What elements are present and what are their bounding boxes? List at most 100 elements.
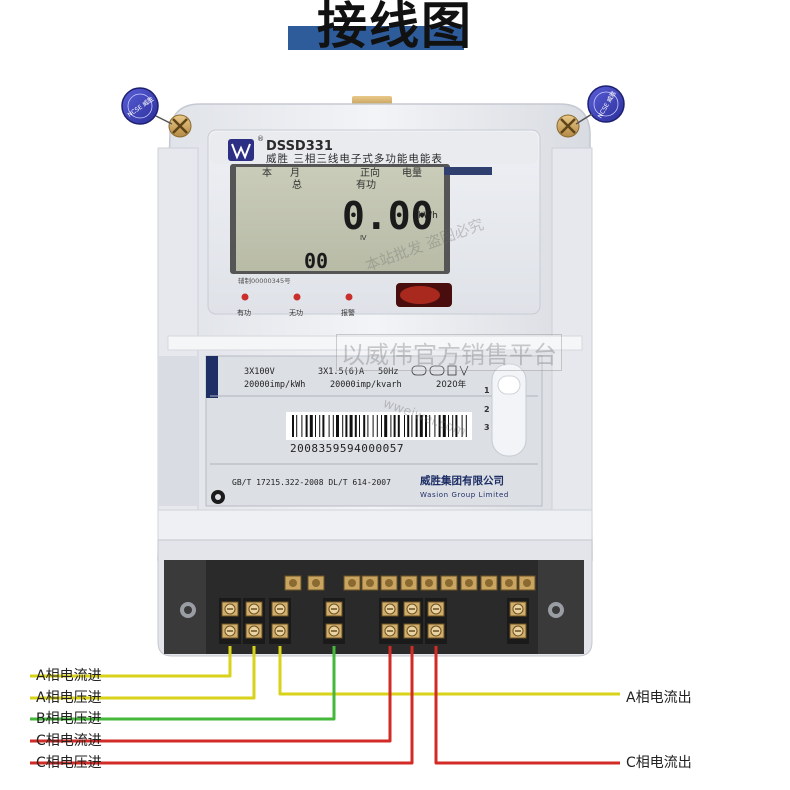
barcode-bar [448, 415, 449, 437]
barcode-bars [292, 415, 467, 437]
side-number-3: 3 [484, 423, 490, 432]
side-number-1: 1 [484, 386, 490, 395]
meter-left-rail-lower [158, 356, 198, 506]
terminal-grid [219, 575, 536, 644]
barcode-bar [465, 415, 467, 437]
terminal-top-screw-icon [289, 579, 297, 587]
brand-strip [210, 132, 538, 164]
barcode-bar [305, 415, 308, 437]
title-underline [288, 26, 464, 50]
panel-divider [167, 335, 583, 351]
meter-right-rail [551, 147, 593, 561]
page-title: 接线图 [0, 0, 790, 56]
label-c-voltage-in: C相电压进 [36, 755, 102, 771]
spec-current: 3X1.5(6)A [318, 367, 364, 377]
led-active [241, 293, 249, 301]
program-button [497, 375, 521, 395]
terminal-top-screw-icon [465, 579, 473, 587]
barcode [286, 412, 472, 440]
left-seal-icon: NCSE 威胜 [121, 87, 173, 125]
barcode-bar [309, 415, 313, 437]
label-a-voltage-in: A相电压进 [36, 690, 102, 706]
lcd-word-1: 本 [262, 166, 272, 179]
brand-logo-icon [228, 139, 254, 161]
barcode-bar [372, 415, 374, 437]
label-a-current-in: A相电流进 [36, 668, 102, 684]
barcode-bar [429, 415, 431, 437]
wire-a-voltage-in [30, 646, 256, 700]
barcode-bar [404, 415, 405, 437]
barcode-bar [393, 415, 396, 437]
lcd-quadrant: Ⅳ [360, 234, 367, 242]
barcode-bar [442, 415, 446, 437]
wire-c-voltage-in [30, 646, 414, 765]
standards-text: GB/T 17215.322-2008 DL/T 614-2007 [232, 478, 391, 487]
lcd-word-5: 总 [292, 178, 302, 191]
right-seal-icon: NCSE 威胜 [575, 85, 625, 125]
terminal-top-screw-icon [348, 579, 356, 587]
lcd-small-digits: 00 [304, 249, 328, 273]
lcd-word-4: 电量 [402, 166, 422, 179]
barcode-bar [332, 415, 334, 437]
barcode-bar [363, 415, 366, 437]
barcode-bar [345, 415, 348, 437]
barcode-bar [319, 415, 321, 437]
registered-mark: ® [257, 135, 264, 143]
barcode-bar [397, 415, 400, 437]
barcode-bar [390, 415, 392, 437]
label-c-current-in: C相电流进 [36, 733, 102, 749]
watermark-main: 以威伟官方销售平台 [336, 334, 562, 371]
barcode-bar [434, 415, 436, 437]
nameplate-accent [206, 356, 218, 398]
star-band [444, 167, 492, 175]
barcode-bar [411, 415, 413, 437]
barcode-bar [438, 415, 441, 437]
barcode-bar [328, 415, 330, 437]
barcode-bar [461, 415, 463, 437]
barcode-bar [342, 415, 344, 437]
terminal-top-screw-icon [405, 579, 413, 587]
terminal-top-screw-icon [366, 579, 374, 587]
spec-imp-kwh: 20000imp/kWh [244, 380, 305, 390]
barcode-bar [407, 415, 410, 437]
terminal-top-screw-icon [505, 579, 513, 587]
terminal-cover-band [157, 509, 593, 541]
terminal-top-screw-icon [312, 579, 320, 587]
barcode-bar [354, 415, 357, 437]
lcd-word-2: 月 [290, 167, 300, 179]
label-b-voltage-in: B相电压进 [36, 711, 102, 727]
lcd-cert: 辅制00000345号 [238, 276, 291, 285]
mount-screw-right [548, 602, 564, 618]
page-title-text: 接线图 [317, 0, 473, 55]
label-c-current-out: C相电流出 [626, 755, 692, 771]
barcode-bar [301, 415, 303, 437]
lcd-unit: kWh [418, 211, 438, 221]
barcode-bar [336, 415, 339, 437]
barcode-bar [292, 415, 294, 437]
barcode-bar [359, 415, 360, 437]
barcode-bar [419, 415, 423, 437]
spec-frequency: 50Hz [378, 367, 398, 377]
lcd-word-6: 有功 [356, 178, 376, 191]
barcode-bar [452, 415, 454, 437]
barcode-bar [425, 415, 427, 437]
led-label-active: 有功 [237, 308, 251, 317]
lcd-word-3: 正向 [360, 166, 380, 179]
meter-model: DSSD331 [266, 139, 333, 154]
led-reactive [293, 293, 301, 301]
barcode-bar [376, 415, 378, 437]
top-right-screw-icon [556, 114, 580, 138]
mount-screw-left [180, 602, 196, 618]
terminal-top-screw-icon [385, 579, 393, 587]
spec-voltage: 3X100V [244, 367, 275, 377]
barcode-bar [296, 415, 298, 437]
led-label-reactive: 无功 [289, 308, 303, 317]
barcode-bar [384, 415, 388, 437]
barcode-bar [349, 415, 353, 437]
barcode-bar [367, 415, 369, 437]
label-a-current-out: A相电流出 [626, 690, 692, 706]
terminal-top-screw-icon [445, 579, 453, 587]
barcode-bar [322, 415, 325, 437]
spec-imp-kvarh: 20000imp/kvarh [330, 380, 402, 390]
